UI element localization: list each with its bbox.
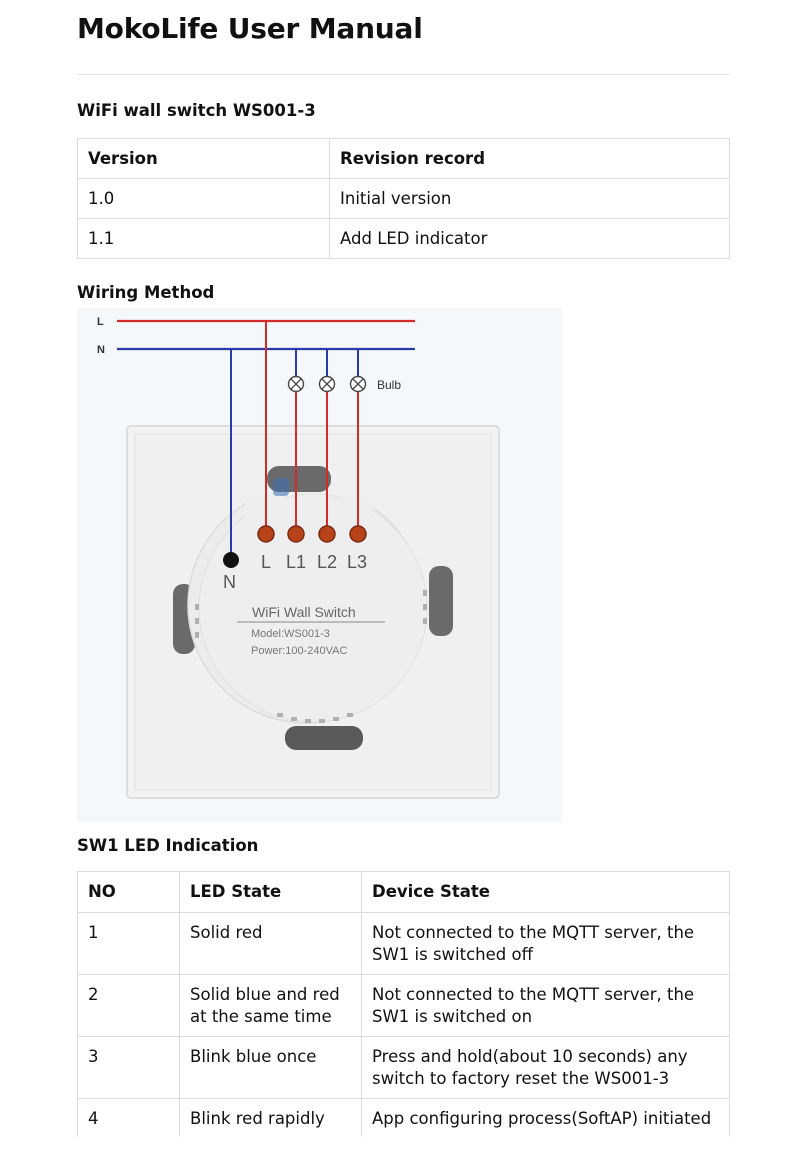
- table-header-row: NO LED State Device State: [77, 871, 730, 913]
- column-header: Device State: [361, 871, 730, 913]
- table-cell: Press and hold(about 10 seconds) any swi…: [361, 1036, 730, 1099]
- section-heading-led: SW1 LED Indication: [77, 836, 259, 855]
- led-table: NO LED State Device State 1 Solid red No…: [77, 871, 730, 1137]
- line-label-n: N: [97, 344, 105, 356]
- model-label: Model:WS001-3: [251, 628, 330, 640]
- table-row: 4 Blink red rapidly App configuring proc…: [77, 1098, 730, 1137]
- power-label: Power:100-240VAC: [251, 645, 347, 657]
- terminal-label-l2: L2: [317, 552, 337, 572]
- terminal-label-l: L: [261, 552, 271, 572]
- table-cell: 2: [77, 974, 180, 1037]
- table-cell: 3: [77, 1036, 180, 1099]
- table-row: 1 Solid red Not connected to the MQTT se…: [77, 912, 730, 975]
- table-row: 3 Blink blue once Press and hold(about 1…: [77, 1036, 730, 1099]
- neutral-terminal: [223, 552, 239, 568]
- page-title: MokoLife User Manual: [77, 12, 423, 45]
- wiring-diagram: L N Bulb: [77, 308, 562, 822]
- terminals: [223, 525, 367, 568]
- table-cell: Blink blue once: [179, 1036, 362, 1099]
- section-heading-product: WiFi wall switch WS001-3: [77, 101, 316, 120]
- section-heading-wiring: Wiring Method: [77, 283, 215, 302]
- bulb-branch-1: [287, 349, 305, 534]
- revision-table: Version Revision record 1.0 Initial vers…: [77, 138, 730, 259]
- plate-slot-highlight: [273, 478, 289, 496]
- table-cell: 1.0: [77, 178, 330, 219]
- column-header: LED State: [179, 871, 362, 913]
- terminal-label-n: N: [223, 572, 236, 592]
- column-header: Version: [77, 138, 330, 179]
- table-cell: Add LED indicator: [329, 218, 730, 259]
- table-cell: App configuring process(SoftAP) initiate…: [361, 1098, 730, 1137]
- column-header: NO: [77, 871, 180, 913]
- table-cell: 4: [77, 1098, 180, 1137]
- table-cell: Solid red: [179, 912, 362, 975]
- bulb-branch-2: [318, 349, 336, 534]
- table-cell: Blink red rapidly: [179, 1098, 362, 1137]
- table-cell: Solid blue and red at the same time: [179, 974, 362, 1037]
- device-name-label: WiFi Wall Switch: [252, 604, 356, 620]
- table-cell: Not connected to the MQTT server, the SW…: [361, 912, 730, 975]
- title-divider: [77, 74, 730, 75]
- plate-slot-bottom: [285, 726, 363, 750]
- plate-slot-right: [429, 566, 453, 636]
- table-header-row: Version Revision record: [77, 138, 730, 179]
- bulb-branch-3: [349, 349, 367, 534]
- terminal-label-l3: L3: [347, 552, 367, 572]
- table-cell: 1: [77, 912, 180, 975]
- module-teeth: [195, 590, 427, 723]
- table-cell: Initial version: [329, 178, 730, 219]
- table-row: 1.1 Add LED indicator: [77, 218, 730, 259]
- line-label-l: L: [97, 316, 104, 328]
- bulb-label: Bulb: [377, 378, 401, 392]
- terminal-label-l1: L1: [286, 552, 306, 572]
- column-header: Revision record: [329, 138, 730, 179]
- table-row: 2 Solid blue and red at the same time No…: [77, 974, 730, 1037]
- table-row: 1.0 Initial version: [77, 178, 730, 219]
- led-table-viewport: NO LED State Device State 1 Solid red No…: [77, 871, 730, 1137]
- table-cell: Not connected to the MQTT server, the SW…: [361, 974, 730, 1037]
- table-cell: 1.1: [77, 218, 330, 259]
